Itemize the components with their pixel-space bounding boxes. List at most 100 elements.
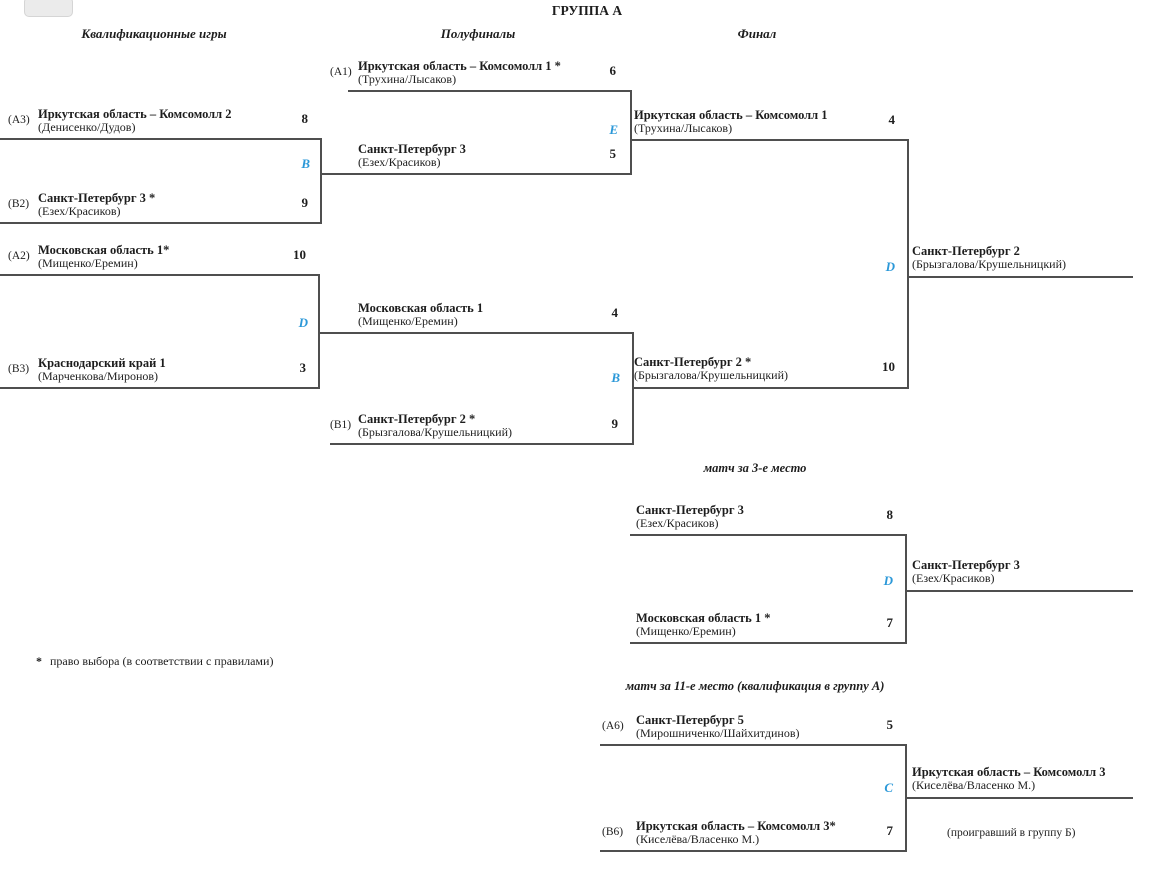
team-slot: Иркутская область – Комсомолл 3* (Киселё… xyxy=(636,819,836,846)
score: 4 xyxy=(611,305,619,320)
footnote-text: право выбора (в соответствии с правилами… xyxy=(50,654,274,668)
bracket-line-v xyxy=(905,534,907,644)
winner-slot: Санкт-Петербург 2 (Брызгалова/Крушельниц… xyxy=(912,244,1066,271)
team-players: (Марченкова/Миронов) xyxy=(38,369,159,383)
team-slot: Санкт-Петербург 5 (Мирошниченко/Шайхитди… xyxy=(636,713,799,740)
score: 8 xyxy=(886,507,894,522)
team-name: Краснодарский край 1 xyxy=(38,356,166,370)
team-slot: Санкт-Петербург 2 * (Брызгалова/Крушельн… xyxy=(634,355,788,382)
bracket-line-h xyxy=(0,138,320,140)
section-heading-eleventh-place: матч за 11-е место (квалификация в групп… xyxy=(625,679,885,693)
match-slot-label: (А3) xyxy=(8,114,30,126)
team-name: Санкт-Петербург 3 xyxy=(358,142,466,156)
team-players: (Трухина/Лысаков) xyxy=(358,72,457,86)
score: 4 xyxy=(888,112,896,127)
match-slot-label: (В2) xyxy=(8,198,30,210)
team-players: (Мищенко/Еремин) xyxy=(358,314,458,328)
sheet-letter: C xyxy=(884,780,893,795)
team-players: (Мищенко/Еремин) xyxy=(38,256,138,270)
team-slot: Московская область 1* (Мищенко/Еремин) xyxy=(38,243,169,270)
team-slot: Санкт-Петербург 3 (Езех/Красиков) xyxy=(636,503,744,530)
team-players: (Езех/Красиков) xyxy=(358,155,441,169)
team-name: Иркутская область – Комсомолл 1 xyxy=(634,108,828,122)
score: 10 xyxy=(882,359,895,374)
toolbar-button[interactable] xyxy=(24,0,73,17)
sheet-letter: D xyxy=(885,259,895,274)
team-name: Санкт-Петербург 2 * xyxy=(634,355,752,369)
team-slot: Краснодарский край 1 (Марченкова/Миронов… xyxy=(38,356,166,383)
bracket-line-h xyxy=(600,850,905,852)
team-players: (Брызгалова/Крушельницкий) xyxy=(912,257,1067,271)
score: 5 xyxy=(609,146,617,161)
match-slot-label: (А6) xyxy=(602,720,624,732)
bracket-line-h xyxy=(630,534,905,536)
bracket-line-h xyxy=(907,276,1133,278)
winner-slot: Иркутская область – Комсомолл 3 (Киселёв… xyxy=(912,765,1106,792)
sheet-letter: D xyxy=(298,315,308,330)
team-name: Иркутская область – Комсомолл 3* xyxy=(636,819,836,833)
bracket-line-v xyxy=(320,138,322,224)
bracket-line-v xyxy=(632,332,634,445)
sheet-letter: B xyxy=(301,156,310,171)
column-header-semifinals: Полуфиналы xyxy=(440,26,516,41)
score: 9 xyxy=(611,416,619,431)
team-slot: Иркутская область – Комсомолл 1 (Трухина… xyxy=(634,108,828,135)
bracket-line-h xyxy=(630,139,907,141)
team-slot: Иркутская область – Комсомолл 2 (Денисен… xyxy=(38,107,232,134)
bracket-line-h xyxy=(905,590,1133,592)
match-slot-label: (А1) xyxy=(330,66,352,78)
bracket-line-h xyxy=(0,222,320,224)
team-name: Санкт-Петербург 3 xyxy=(636,503,744,517)
team-players: (Мищенко/Еремин) xyxy=(636,624,736,638)
team-name: Санкт-Петербург 2 xyxy=(912,244,1020,258)
bracket-line-h xyxy=(348,90,630,92)
column-header-final: Финал xyxy=(737,26,777,41)
match-slot-label: (В3) xyxy=(8,363,30,375)
team-players: (Езех/Красиков) xyxy=(636,516,719,530)
team-slot: Московская область 1 * (Мищенко/Еремин) xyxy=(636,611,771,638)
sheet-letter: E xyxy=(609,122,618,137)
column-header-qualification: Квалификационные игры xyxy=(81,26,227,41)
score: 7 xyxy=(886,823,894,838)
bracket-line-h xyxy=(600,744,905,746)
bracket-line-h xyxy=(630,642,905,644)
match-slot-label: (В1) xyxy=(330,419,352,431)
loser-note: (проигравший в группу Б) xyxy=(947,827,1076,839)
team-players: (Киселёва/Власенко М.) xyxy=(636,832,760,846)
team-slot: Иркутская область – Комсомолл 1 * (Трухи… xyxy=(358,59,561,86)
bracket-line-v xyxy=(318,274,320,389)
bracket-line-h xyxy=(318,332,632,334)
team-players: (Трухина/Лысаков) xyxy=(634,121,733,135)
match-slot-label: (В6) xyxy=(602,826,624,838)
score: 7 xyxy=(886,615,894,630)
team-name: Иркутская область – Комсомолл 3 xyxy=(912,765,1106,779)
bracket-line-h xyxy=(330,443,632,445)
footnote-marker: * xyxy=(36,654,42,668)
bracket-line-v xyxy=(630,90,632,175)
score: 9 xyxy=(301,195,309,210)
score: 5 xyxy=(886,717,894,732)
team-players: (Езех/Красиков) xyxy=(912,571,995,585)
winner-slot: Санкт-Петербург 3 (Езех/Красиков) xyxy=(912,558,1020,585)
group-title: ГРУППА А xyxy=(551,3,623,18)
section-heading-third-place: матч за 3-е место xyxy=(703,461,807,475)
team-players: (Езех/Красиков) xyxy=(38,204,121,218)
team-name: Иркутская область – Комсомолл 1 * xyxy=(358,59,561,73)
team-players: (Брызгалова/Крушельницкий) xyxy=(634,368,789,382)
team-slot: Санкт-Петербург 3 * (Езех/Красиков) xyxy=(38,191,155,218)
bracket-line-v xyxy=(905,744,907,852)
bracket-line-h xyxy=(0,387,318,389)
team-players: (Брызгалова/Крушельницкий) xyxy=(358,425,513,439)
team-players: (Киселёва/Власенко М.) xyxy=(912,778,1036,792)
bracket-line-h xyxy=(0,274,318,276)
bracket-line-h xyxy=(320,173,630,175)
team-name: Иркутская область – Комсомолл 2 xyxy=(38,107,232,121)
sheet-letter: D xyxy=(883,573,893,588)
team-slot: Московская область 1 (Мищенко/Еремин) xyxy=(358,301,483,328)
team-slot: Санкт-Петербург 2 * (Брызгалова/Крушельн… xyxy=(358,412,512,439)
team-name: Санкт-Петербург 2 * xyxy=(358,412,476,426)
team-players: (Денисенко/Дудов) xyxy=(38,120,136,134)
sheet-letter: B xyxy=(611,370,620,385)
score: 3 xyxy=(299,360,307,375)
